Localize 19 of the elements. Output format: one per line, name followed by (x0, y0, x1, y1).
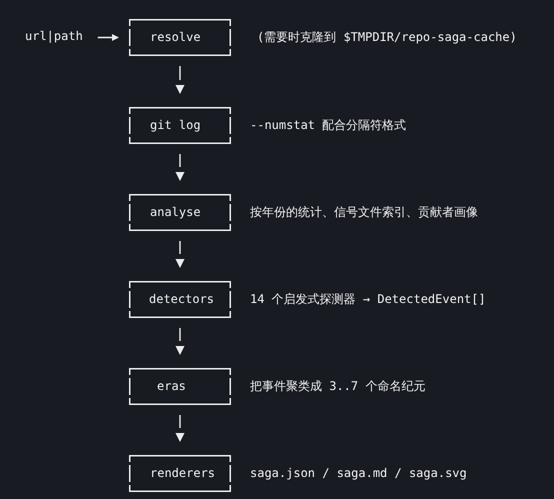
step-description: --numstat 配合分隔符格式 (250, 118, 406, 133)
step-description: (需要时克隆到 $TMPDIR/repo-saga-cache) (257, 30, 517, 45)
step-label: git log (150, 118, 201, 133)
process-box (129, 281, 231, 318)
process-box (129, 19, 231, 56)
step-description: 把事件聚类成 3..7 个命名纪元 (250, 379, 426, 394)
process-box (129, 107, 231, 144)
step-description: saga.json / saga.md / saga.svg (250, 466, 467, 481)
process-box (129, 368, 231, 405)
step-label: detectors (149, 292, 214, 307)
step-description: 按年份的统计、信号文件索引、贡献者画像 (250, 205, 478, 220)
process-box (129, 194, 231, 231)
input-label: url|path (25, 29, 83, 44)
step-label: renderers (150, 466, 216, 481)
step-label: resolve (150, 30, 201, 45)
process-box (129, 455, 231, 492)
step-label: analyse (150, 205, 201, 220)
step-description: 14 个启发式探测器 → DetectedEvent[] (250, 292, 486, 307)
step-label: eras (157, 379, 186, 394)
